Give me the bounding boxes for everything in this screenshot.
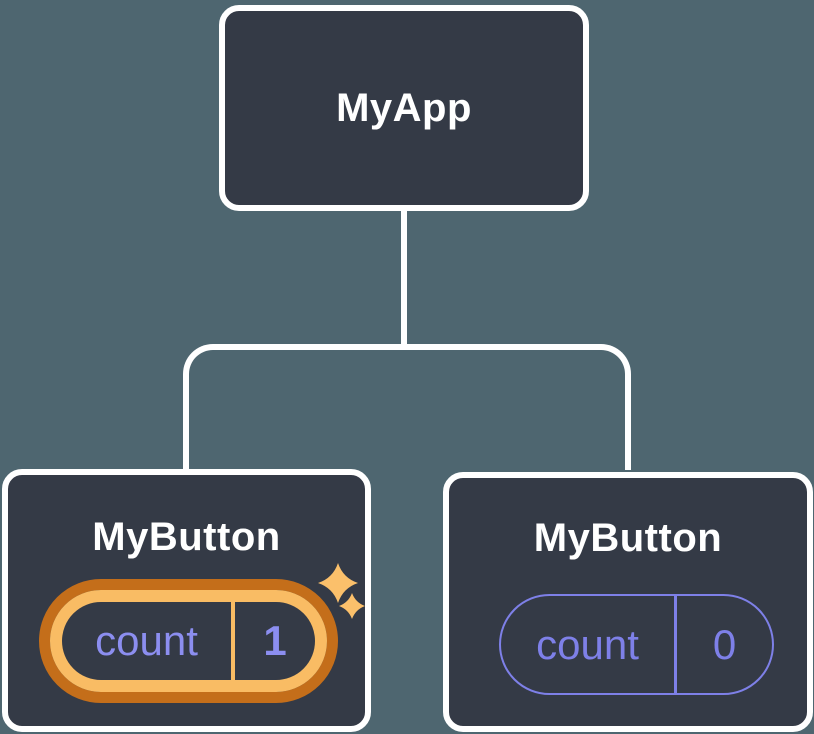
pill-divider: [231, 602, 235, 680]
sparkles-icon: [318, 563, 365, 619]
node-mybutton-left-title: MyButton: [92, 515, 281, 559]
node-myapp: MyApp: [219, 5, 589, 211]
state-pill-plain: count 0: [499, 594, 774, 695]
connector-branch-line: [183, 344, 631, 470]
node-mybutton-plain: MyButton count 0: [443, 472, 813, 732]
node-mybutton-right-title: MyButton: [533, 516, 723, 560]
state-key-label: count: [536, 620, 639, 668]
state-key-label: count: [95, 617, 198, 664]
state-value-segment: 0: [677, 596, 772, 693]
state-key-segment: count: [501, 596, 674, 693]
state-pill-highlighted-inner: count 1: [50, 590, 327, 692]
state-value-label: 1: [263, 617, 287, 664]
state-value-segment: 1: [235, 602, 315, 680]
state-value-label: 0: [712, 620, 737, 668]
connector-stem-line: [401, 206, 407, 348]
node-mybutton-highlighted: MyButton count 1: [2, 469, 371, 732]
state-key-segment: count: [62, 602, 231, 680]
node-myapp-title: MyApp: [336, 85, 472, 130]
pill-divider: [674, 596, 677, 693]
state-pill-highlighted: count 1: [39, 579, 338, 703]
